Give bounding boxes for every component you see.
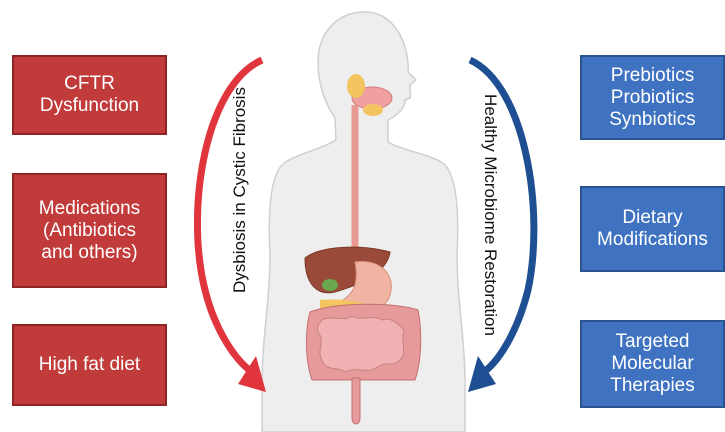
dietary-modifications-box: Dietary Modifications: [580, 186, 725, 272]
restoration-arrow: [468, 60, 534, 392]
salivary-gland: [347, 74, 365, 98]
high-fat-diet-label: High fat diet: [39, 354, 140, 376]
biotics-box: Prebiotics Probiotics Synbiotics: [580, 55, 725, 140]
medications-label: Medications (Antibiotics and others): [39, 198, 140, 264]
salivary-gland-2: [363, 104, 383, 116]
gallbladder: [322, 279, 338, 291]
medications-box: Medications (Antibiotics and others): [12, 173, 167, 288]
dietary-modifications-label: Dietary Modifications: [597, 207, 708, 251]
dysbiosis-label: Dysbiosis in Cystic Fibrosis: [230, 87, 250, 293]
small-intestine: [317, 316, 404, 372]
biotics-label: Prebiotics Probiotics Synbiotics: [609, 65, 696, 131]
targeted-therapies-box: Targeted Molecular Therapies: [580, 320, 725, 408]
cftr-dysfunction-box: CFTR Dysfunction: [12, 55, 167, 135]
rectum: [352, 378, 360, 424]
high-fat-diet-box: High fat diet: [12, 324, 167, 406]
restoration-label: Healthy Microbiome Restoration: [480, 94, 500, 336]
cftr-dysfunction-label: CFTR Dysfunction: [40, 73, 139, 117]
targeted-therapies-label: Targeted Molecular Therapies: [610, 331, 695, 397]
human-digestive-system-icon: [262, 12, 465, 432]
